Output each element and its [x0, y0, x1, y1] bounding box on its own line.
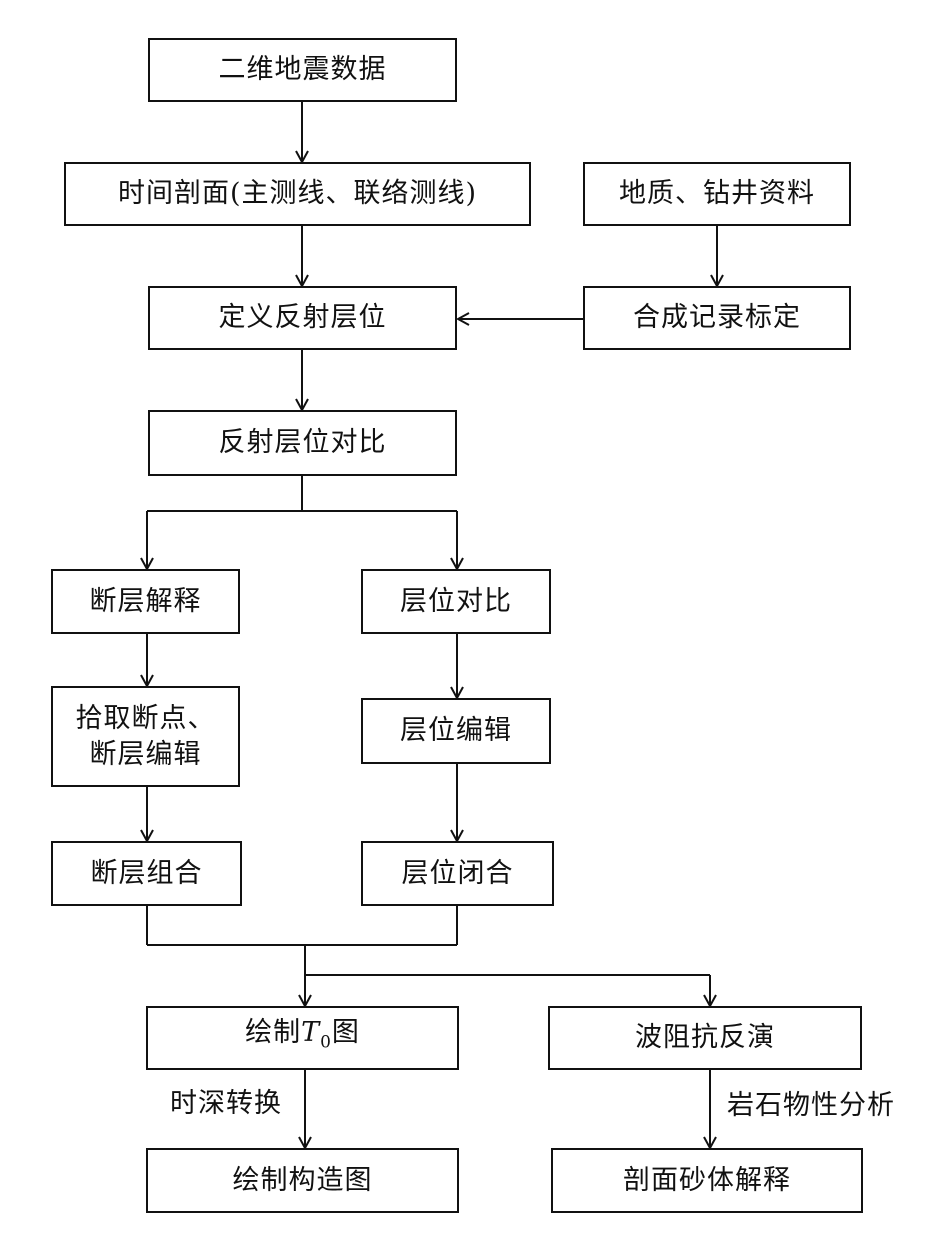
- node-synthetic-record-calibration: 合成记录标定: [583, 286, 851, 350]
- node-label: 定义反射层位: [218, 302, 387, 333]
- node-time-section: 时间剖面(主测线、联络测线): [64, 162, 531, 226]
- node-label: 层位编辑: [400, 715, 512, 746]
- node-label: 层位对比: [400, 585, 512, 617]
- node-label-subscript: 0: [320, 1032, 332, 1053]
- node-define-reflection-horizon: 定义反射层位: [148, 286, 457, 350]
- node-label-line1: 拾取断点、: [75, 702, 216, 734]
- node-label: 二维地震数据: [218, 54, 387, 85]
- node-2d-seismic-data: 二维地震数据: [148, 38, 457, 102]
- node-horizon-edit: 层位编辑: [361, 698, 551, 764]
- node-label: 反射层位对比: [218, 427, 387, 458]
- node-fault-combination: 断层组合: [51, 841, 242, 906]
- node-label: 时间剖面(主测线、联络测线): [117, 178, 478, 209]
- node-fault-interpretation: 断层解释: [51, 569, 240, 634]
- node-label-prefix: 绘制: [245, 1017, 302, 1049]
- node-label: 波阻抗反演: [635, 1022, 775, 1053]
- node-label: 剖面砂体解释: [623, 1164, 791, 1196]
- node-label: 断层组合: [90, 857, 203, 889]
- node-label: 绘制T0图: [245, 1015, 360, 1060]
- node-label: 断层解释: [89, 585, 202, 617]
- node-impedance-inversion: 波阻抗反演: [548, 1006, 862, 1070]
- node-horizon-correlation: 层位对比: [361, 569, 551, 634]
- node-section-sand-interpretation: 剖面砂体解释: [551, 1148, 863, 1213]
- node-label: 层位闭合: [401, 857, 514, 889]
- node-label: 合成记录标定: [633, 302, 801, 333]
- node-draw-t0-map: 绘制T0图: [146, 1006, 459, 1070]
- node-label: 地质、钻井资料: [619, 178, 815, 209]
- node-horizon-closure: 层位闭合: [361, 841, 554, 906]
- node-label-line2: 断层编辑: [89, 738, 202, 770]
- node-draw-structure-map: 绘制构造图: [146, 1148, 459, 1213]
- node-label-t: T: [301, 1017, 321, 1049]
- node-geology-well-data: 地质、钻井资料: [583, 162, 851, 226]
- node-label: 绘制构造图: [232, 1164, 373, 1196]
- node-label-suffix: 图: [331, 1017, 360, 1049]
- edge-label-time-depth-conversion: 时深转换: [170, 1088, 282, 1119]
- node-reflection-horizon-correlation: 反射层位对比: [148, 410, 457, 476]
- edge-label-rock-physics-analysis: 岩石物性分析: [727, 1090, 895, 1121]
- node-pick-fault-points: 拾取断点、 断层编辑: [51, 686, 240, 787]
